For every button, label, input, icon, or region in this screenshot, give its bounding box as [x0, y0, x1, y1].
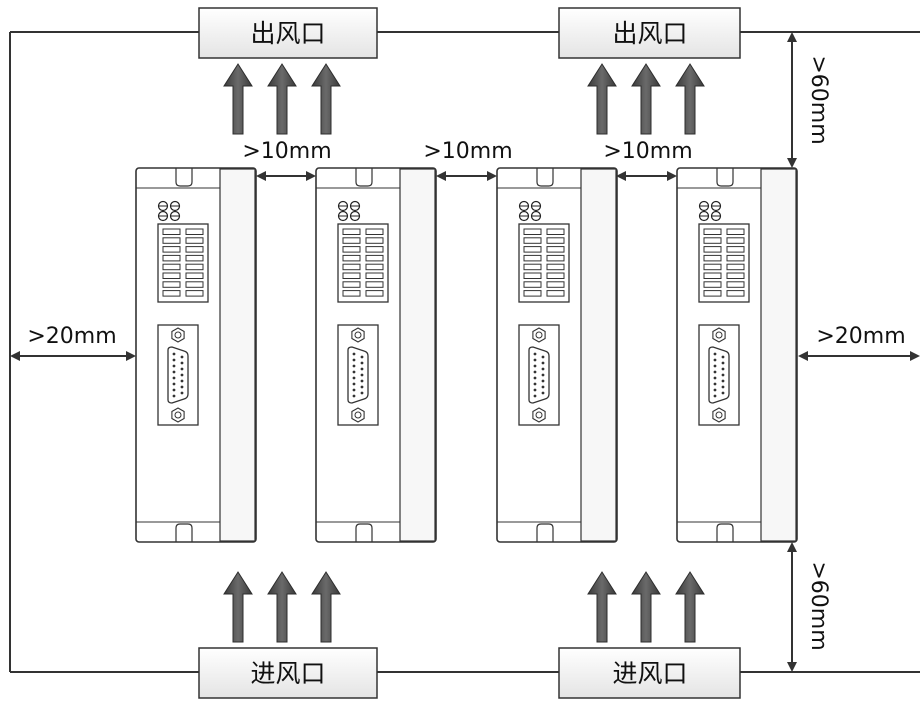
outlet-vent-label: 出风口 [250, 19, 325, 48]
driver-unit [135, 167, 257, 543]
airflow-up-arrow [223, 63, 253, 135]
outlet-vent-left: 出风口 [198, 7, 378, 59]
airflow-up-arrow [587, 571, 617, 643]
airflow-up-arrow [631, 63, 661, 135]
gap-label-3: >10mm [603, 139, 692, 164]
dimension-arrows [10, 32, 920, 672]
outlet-vent-label: 出风口 [612, 19, 687, 48]
left-clearance-label: >20mm [27, 324, 116, 349]
left-clearance-arrow [10, 351, 136, 361]
airflow-arrows [223, 63, 705, 643]
driver-unit [676, 167, 798, 543]
airflow-up-arrow [675, 63, 705, 135]
airflow-up-arrow [223, 571, 253, 643]
airflow-up-arrow [631, 571, 661, 643]
gap-label-1: >10mm [242, 139, 331, 164]
enclosure-outline [9, 31, 920, 673]
gap-arrow-1 [256, 171, 316, 181]
inlet-vent-left: 进风口 [198, 647, 378, 699]
top-clearance-label: >60mm [806, 55, 831, 144]
inlet-vent-label: 进风口 [250, 659, 325, 688]
right-clearance-label: >20mm [816, 324, 905, 349]
bottom-clearance-label: >60mm [806, 561, 831, 650]
driver-unit [496, 167, 618, 543]
airflow-up-arrow [267, 63, 297, 135]
outlet-vent-right: 出风口 [558, 7, 741, 59]
right-clearance-arrow [798, 351, 920, 361]
airflow-up-arrow [675, 571, 705, 643]
driver-row [135, 167, 798, 543]
airflow-up-arrow [267, 571, 297, 643]
dip-switch-block [518, 223, 570, 303]
gap-label-2: >10mm [423, 139, 512, 164]
driver-unit [315, 167, 437, 543]
airflow-up-arrow [311, 571, 341, 643]
dip-switch-block [337, 223, 389, 303]
airflow-up-arrow [587, 63, 617, 135]
airflow-up-arrow [311, 63, 341, 135]
inlet-vent-right: 进风口 [558, 647, 741, 699]
dip-switch-block [698, 223, 750, 303]
dip-switch-block [157, 223, 209, 303]
gap-arrow-3 [616, 171, 677, 181]
gap-arrow-2 [436, 171, 497, 181]
bottom-clearance-arrow [787, 542, 797, 672]
inlet-vent-label: 进风口 [612, 659, 687, 688]
top-clearance-arrow [787, 32, 797, 168]
